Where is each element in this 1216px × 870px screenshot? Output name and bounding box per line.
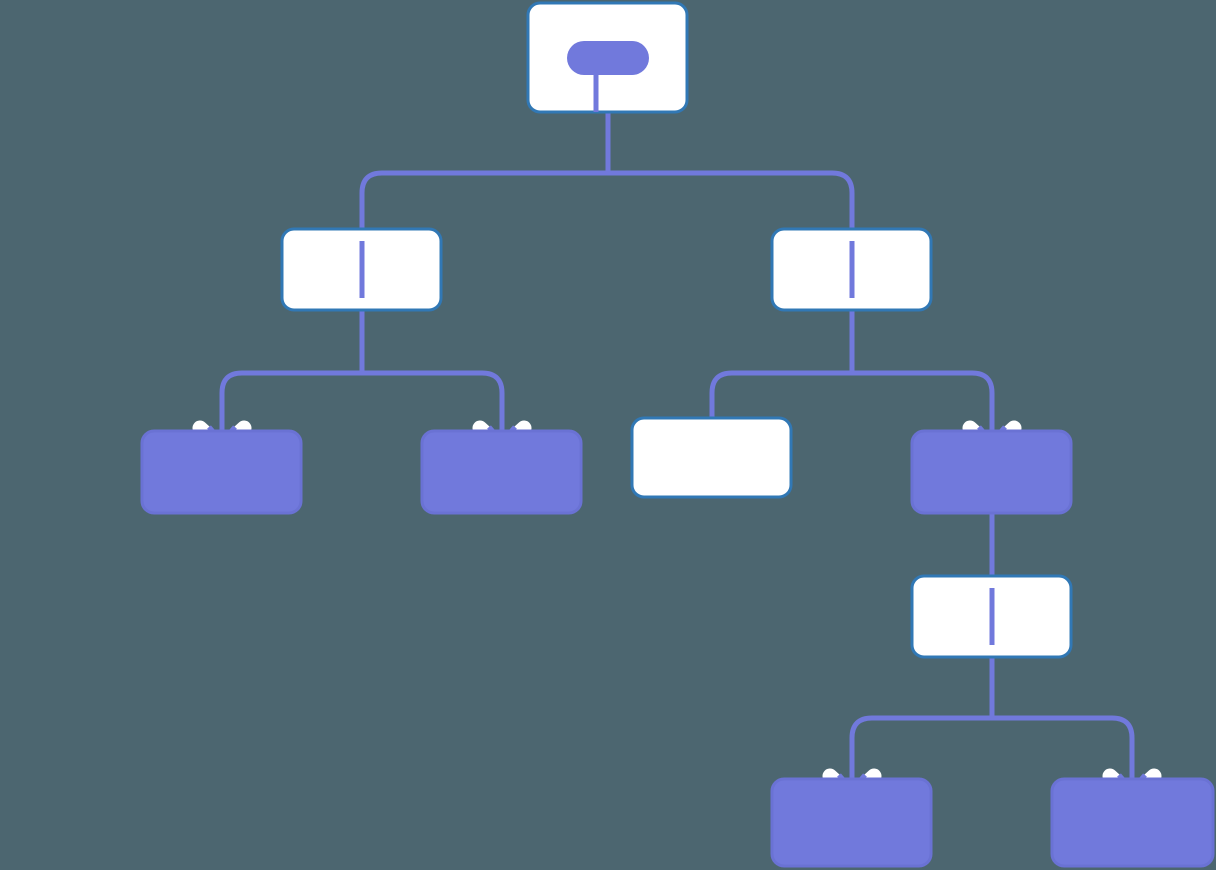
edge-level1-right-to-white-c[interactable] [709,310,855,418]
edge-level1-right-to-branch-d[interactable] [849,310,995,440]
node-markers-layer [567,41,649,112]
edges-layer [219,112,1135,788]
level4-leaf-node-b[interactable] [1050,777,1215,868]
level2-branch-node-d[interactable] [910,429,1073,515]
edge-root-to-level1-left[interactable] [359,112,611,229]
level2-leaf-node-a[interactable] [140,429,303,515]
edge-level1-left-to-leaf-b[interactable] [359,310,505,440]
root-node-pill-marker[interactable] [567,41,649,75]
level2-white-node-c[interactable] [630,416,793,499]
pass-through-lines-layer [359,241,995,645]
edge-level3-to-leaf-a[interactable] [849,657,995,788]
edge-root-to-level1-right[interactable] [605,112,855,229]
nodes-layer [140,1,1215,868]
level4-leaf-node-a[interactable] [770,777,933,868]
level2-leaf-node-b[interactable] [420,429,583,515]
edge-level1-left-to-leaf-a[interactable] [219,310,365,440]
edge-level3-to-leaf-b[interactable] [989,657,1135,788]
